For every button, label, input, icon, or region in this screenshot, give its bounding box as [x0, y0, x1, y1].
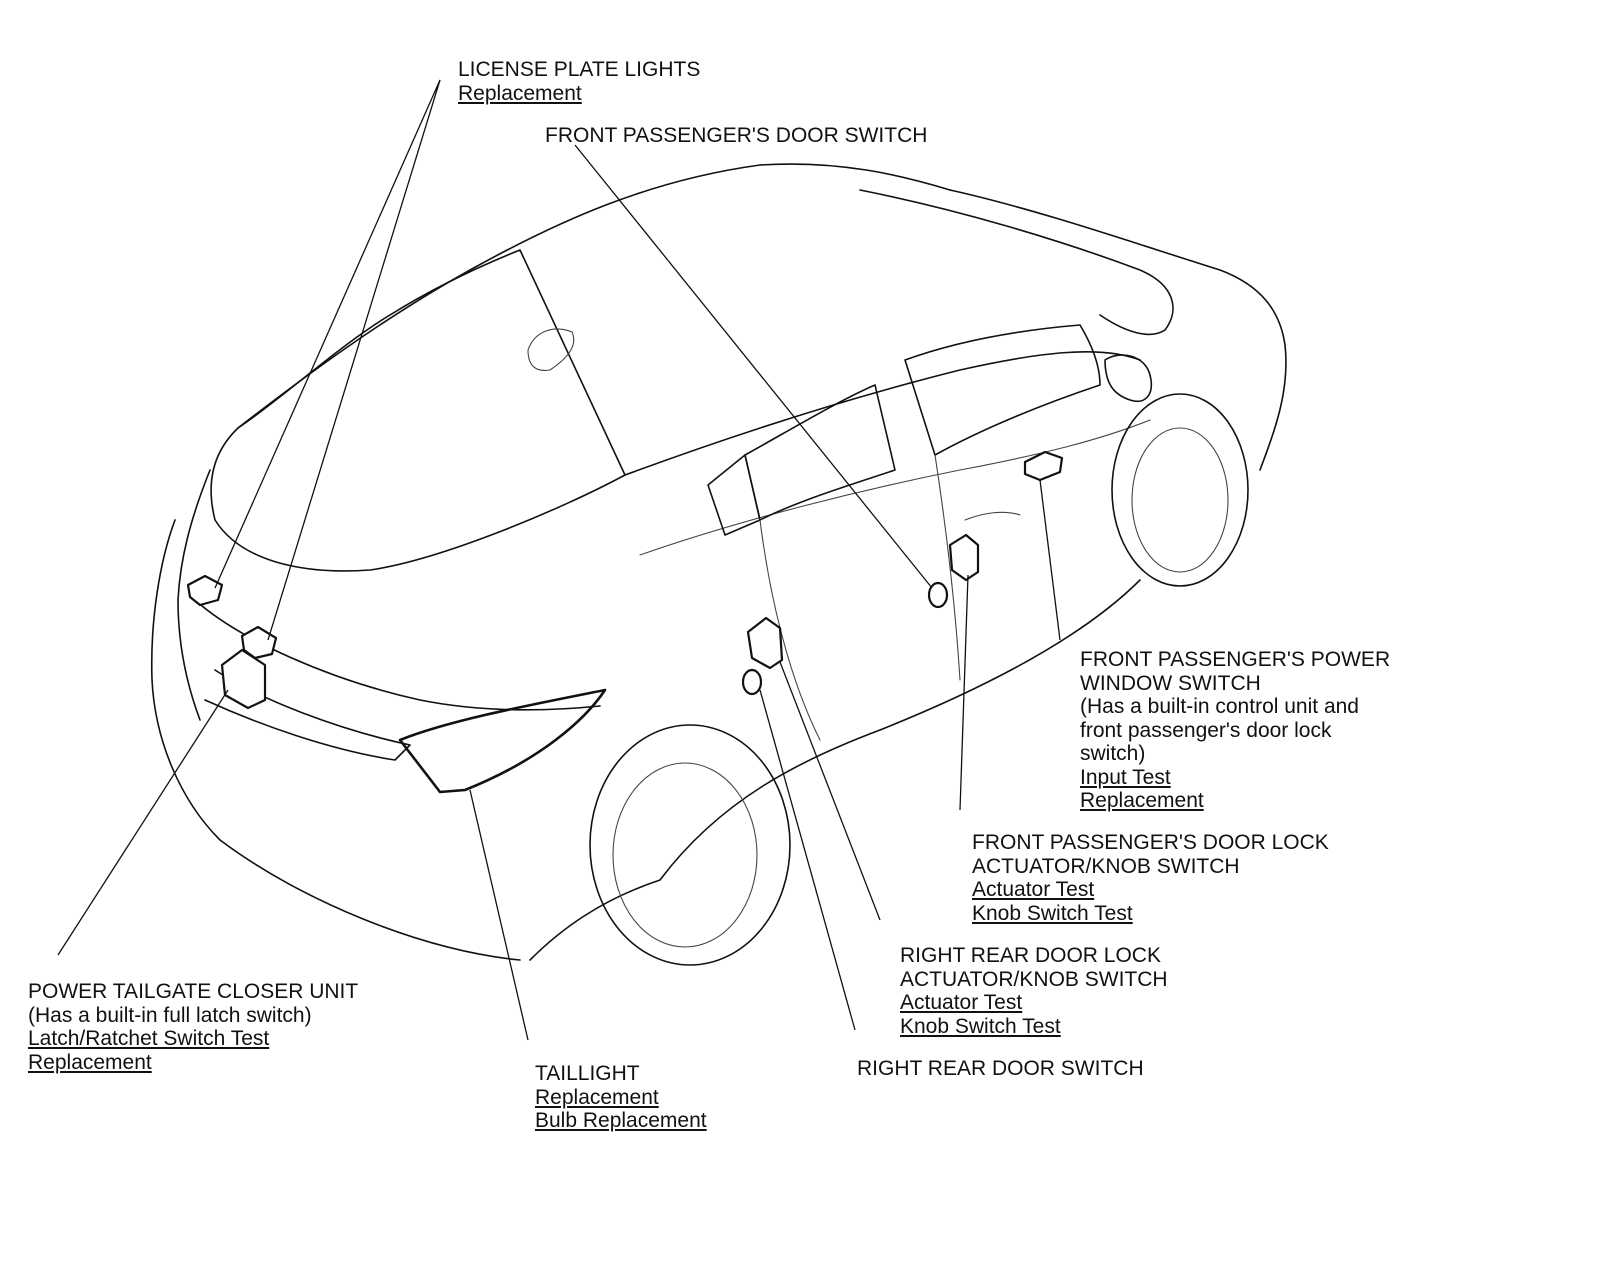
front-door-knob-switch-test-link[interactable]: Knob Switch Test: [972, 901, 1133, 925]
callout-front-passenger-door-switch: FRONT PASSENGER'S DOOR SWITCH: [545, 124, 927, 148]
leader-license-plate-right: [267, 79, 441, 641]
callout-note: (Has a built-in full latch switch): [28, 1003, 312, 1027]
rear-bumper-lower: [150, 519, 521, 961]
callout-note: switch): [1080, 742, 1146, 765]
license-recess: [204, 669, 411, 761]
roof-line: [237, 163, 951, 429]
callout-taillight: TAILLIGHT Replacement Bulb Replacement: [535, 1062, 707, 1133]
callout-title: TAILLIGHT: [535, 1062, 640, 1085]
roof-right-edge: [949, 189, 1287, 471]
callout-title: WINDOW SWITCH: [1080, 671, 1261, 695]
callout-right-rear-door-lock-actuator: RIGHT REAR DOOR LOCK ACTUATOR/KNOB SWITC…: [900, 944, 1168, 1038]
right-rear-door-switch[interactable]: [741, 668, 763, 696]
taillight-bulb-replacement-link[interactable]: Bulb Replacement: [535, 1109, 707, 1132]
leader-license-plate-left: [214, 79, 441, 589]
callout-title: POWER TAILGATE CLOSER UNIT: [28, 980, 359, 1003]
callout-title: ACTUATOR/KNOB SWITCH: [900, 967, 1168, 991]
front-wheel: [1131, 427, 1229, 573]
rear-wheel-arch: [589, 724, 791, 966]
tailgate-closer-unit[interactable]: [220, 648, 267, 710]
power-window-switch-input-test-link[interactable]: Input Test: [1080, 765, 1171, 789]
car-body-outline: [150, 163, 1287, 966]
front-door-window: [904, 324, 1101, 456]
front-wheel-arch: [1111, 393, 1249, 587]
rear-wheel: [612, 762, 758, 948]
leader-right-rear-door-switch: [759, 689, 856, 1031]
callout-title: RIGHT REAR DOOR SWITCH: [857, 1057, 1144, 1080]
leader-right-rear-door-lock: [779, 661, 881, 921]
callout-power-tailgate-closer-unit: POWER TAILGATE CLOSER UNIT (Has a built-…: [28, 980, 358, 1074]
tailgate-closer-replacement-link[interactable]: Replacement: [28, 1050, 152, 1074]
callout-front-passenger-door-lock-actuator: FRONT PASSENGER'S DOOR LOCK ACTUATOR/KNO…: [972, 831, 1329, 925]
callout-title: ACTUATOR/KNOB SWITCH: [972, 854, 1240, 878]
front-passenger-door-switch[interactable]: [927, 581, 949, 609]
rear-door-window: [744, 384, 896, 521]
taillight-replacement-link[interactable]: Replacement: [535, 1085, 659, 1109]
rear-door-actuator-test-link[interactable]: Actuator Test: [900, 991, 1023, 1014]
rear-deck: [177, 469, 211, 721]
shark-fin: [527, 328, 575, 372]
front-passenger-door-lock-actuator[interactable]: [948, 533, 980, 582]
callout-title: FRONT PASSENGER'S DOOR LOCK: [972, 831, 1329, 854]
rear-door-knob-switch-test-link[interactable]: Knob Switch Test: [900, 1014, 1061, 1038]
side-character-line: [639, 419, 1151, 556]
taillight-lens: [398, 688, 607, 794]
front-door-actuator-test-link[interactable]: Actuator Test: [972, 878, 1095, 901]
license-plate-lights-replacement-link[interactable]: Replacement: [458, 81, 582, 105]
power-window-switch-replacement-link[interactable]: Replacement: [1080, 789, 1204, 812]
callout-license-plate-lights: LICENSE PLATE LIGHTS Replacement: [458, 58, 700, 105]
callout-note: (Has a built-in control unit and: [1080, 695, 1359, 718]
license-plate-light-left[interactable]: [186, 574, 224, 607]
door-handle-rear: [964, 511, 1021, 521]
leader-power-window-switch: [1039, 479, 1061, 641]
side-rocker: [529, 579, 1141, 961]
callout-title: FRONT PASSENGER'S POWER: [1080, 648, 1391, 671]
leader-tailgate-closer: [57, 689, 229, 956]
callout-title: FRONT PASSENGER'S DOOR SWITCH: [545, 124, 928, 147]
callout-note: front passenger's door lock: [1080, 718, 1332, 742]
side-mirror: [1104, 354, 1152, 402]
leader-front-door-lock-actuator: [959, 574, 969, 811]
front-passenger-power-window-switch[interactable]: [1023, 450, 1064, 482]
leader-front-passenger-door-switch: [574, 144, 933, 589]
right-rear-door-lock-actuator[interactable]: [746, 616, 784, 670]
leader-taillight: [469, 789, 529, 1041]
roof-spoiler: [859, 189, 1174, 336]
front-door-seam: [934, 454, 961, 681]
rear-window: [210, 249, 626, 572]
tailgate-latch-ratchet-switch-test-link[interactable]: Latch/Ratchet Switch Test: [28, 1027, 270, 1050]
callout-title: LICENSE PLATE LIGHTS: [458, 58, 701, 81]
side-belt-line: [624, 351, 1141, 476]
callout-front-passenger-power-window-switch: FRONT PASSENGER'S POWER WINDOW SWITCH (H…: [1080, 648, 1390, 813]
rear-door-seam: [759, 519, 821, 741]
callout-right-rear-door-switch: RIGHT REAR DOOR SWITCH: [857, 1057, 1144, 1081]
components: [186, 450, 1064, 710]
leader-lines: [57, 79, 1061, 1041]
rear-quarter-window: [707, 454, 761, 536]
callout-title: RIGHT REAR DOOR LOCK: [900, 944, 1161, 967]
